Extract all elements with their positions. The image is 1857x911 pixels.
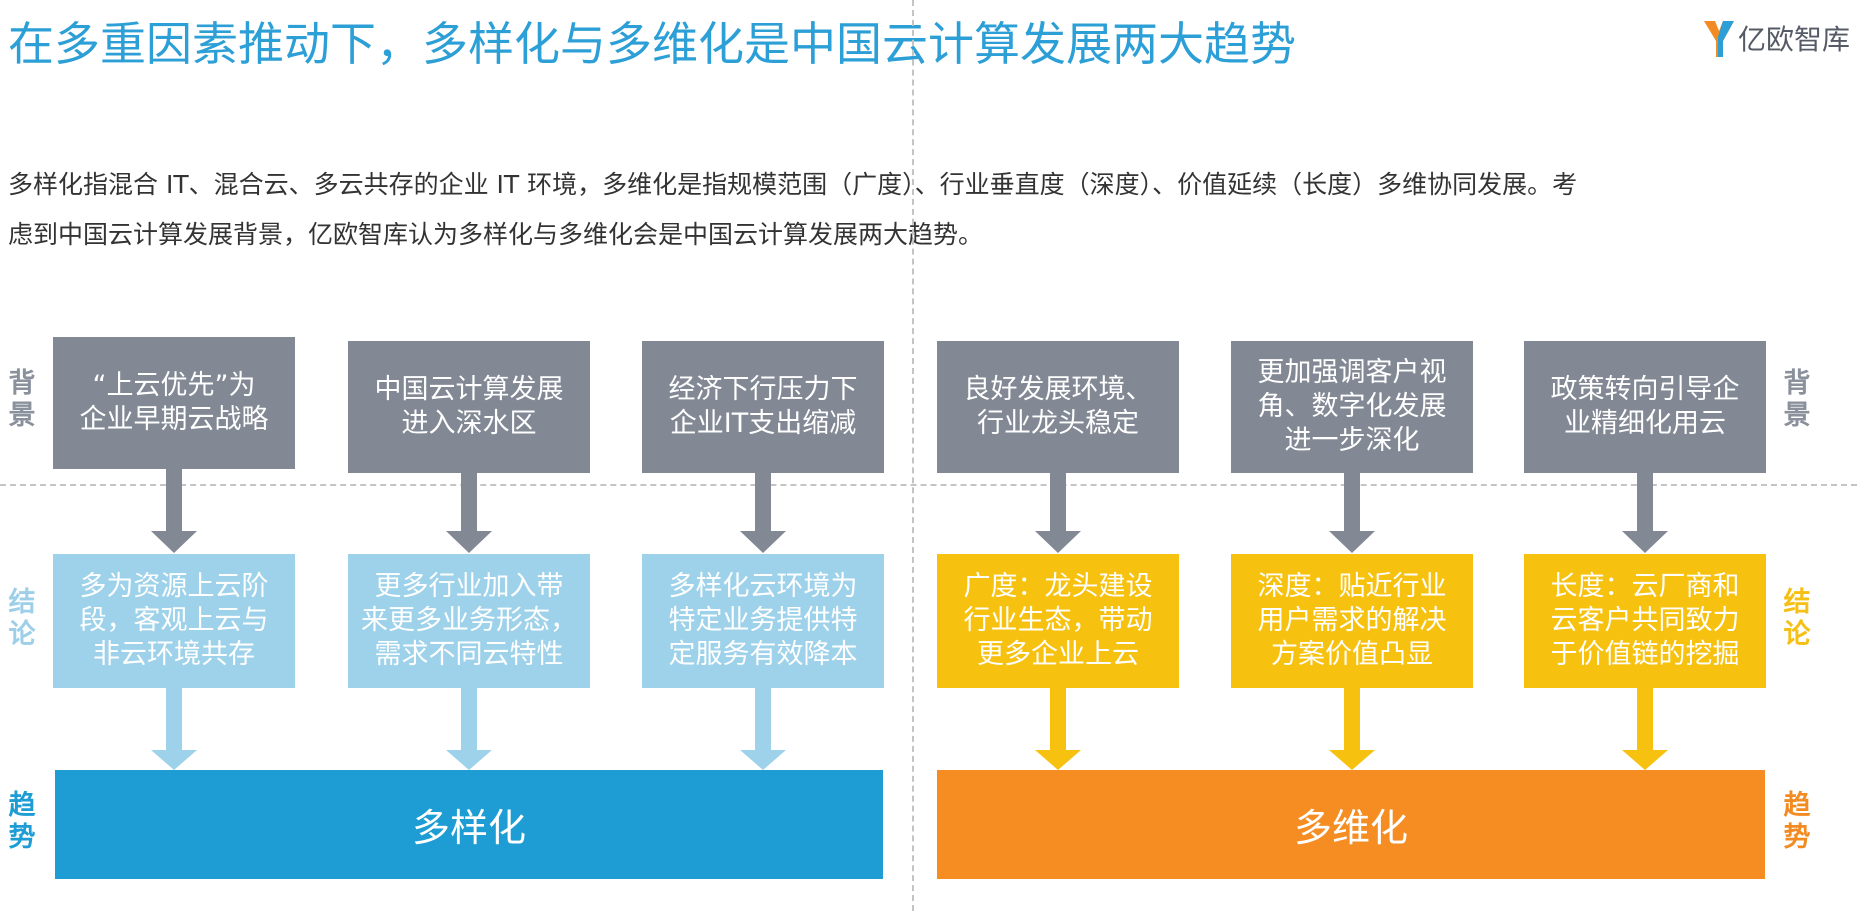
conclusion-box-cost-reduction: 多样化云环境为特定业务提供特定服务有效降本: [642, 554, 884, 688]
conclusion-box-depth: 深度：贴近行业用户需求的解决方案价值凸显: [1231, 554, 1473, 688]
description-text: 多样化指混合 IT、混合云、多云共存的企业 IT 环境，多维化是指规模范围（广度…: [8, 160, 1828, 260]
description-line: 虑到中国云计算发展背景，亿欧智库认为多样化与多维化会是中国云计算发展两大趋势。: [8, 220, 984, 249]
arrow-down-icon: [1622, 688, 1668, 770]
arrow-down-icon: [1035, 473, 1081, 553]
background-box-customer-view: 更加强调客户视角、数字化发展进一步深化: [1231, 341, 1473, 473]
trend-label: 多样化: [411, 806, 526, 850]
arrow-down-icon: [740, 688, 786, 770]
arrow-down-icon: [446, 688, 492, 770]
background-box-good-environment: 良好发展环境、行业龙头稳定: [937, 341, 1179, 473]
trend-bar-multidimensional: 多维化: [937, 770, 1765, 879]
side-label-conclusion-right: 结 论: [1783, 587, 1811, 650]
conclusion-box-more-industries: 更多行业加入带来更多业务形态，需求不同云特性: [348, 554, 590, 688]
side-label-background-right: 背 景: [1783, 368, 1811, 431]
arrow-down-icon: [1329, 473, 1375, 553]
background-box-deep-water: 中国云计算发展进入深水区: [348, 341, 590, 473]
conclusion-box-length: 长度：云厂商和云客户共同致力于价值链的挖掘: [1524, 554, 1766, 688]
side-label-trend-left: 趋 势: [8, 790, 36, 853]
arrow-down-icon: [151, 688, 197, 770]
conclusion-box-coexist: 多为资源上云阶段，客观上云与非云环境共存: [53, 554, 295, 688]
description-line: 多样化指混合 IT、混合云、多云共存的企业 IT 环境，多维化是指规模范围（广度…: [8, 170, 1578, 199]
row-divider: [0, 484, 1857, 486]
arrow-down-icon: [151, 469, 197, 553]
trend-bar-diversified: 多样化: [55, 770, 883, 879]
arrow-down-icon: [1622, 473, 1668, 553]
arrow-down-icon: [1035, 688, 1081, 770]
side-label-background-left: 背 景: [8, 368, 36, 431]
background-box-cloud-first: “上云优先”为企业早期云战略: [53, 337, 295, 469]
trend-label: 多维化: [1293, 806, 1408, 850]
conclusion-box-breadth: 广度：龙头建设行业生态，带动更多企业上云: [937, 554, 1179, 688]
arrow-down-icon: [1329, 688, 1375, 770]
side-label-conclusion-left: 结 论: [8, 587, 36, 650]
arrow-down-icon: [446, 473, 492, 553]
logo-text: 亿欧智库: [1738, 23, 1851, 56]
page-title: 在多重因素推动下，多样化与多维化是中国云计算发展两大趋势: [8, 17, 1296, 71]
background-box-economic-pressure: 经济下行压力下企业IT支出缩减: [642, 341, 884, 473]
arrow-down-icon: [740, 473, 786, 553]
background-box-policy: 政策转向引导企业精细化用云: [1524, 341, 1766, 473]
center-divider: [912, 0, 914, 911]
side-label-trend-right: 趋 势: [1783, 790, 1811, 853]
logo-icon: [1704, 21, 1734, 57]
brand-logo: 亿欧智库: [1702, 16, 1850, 60]
